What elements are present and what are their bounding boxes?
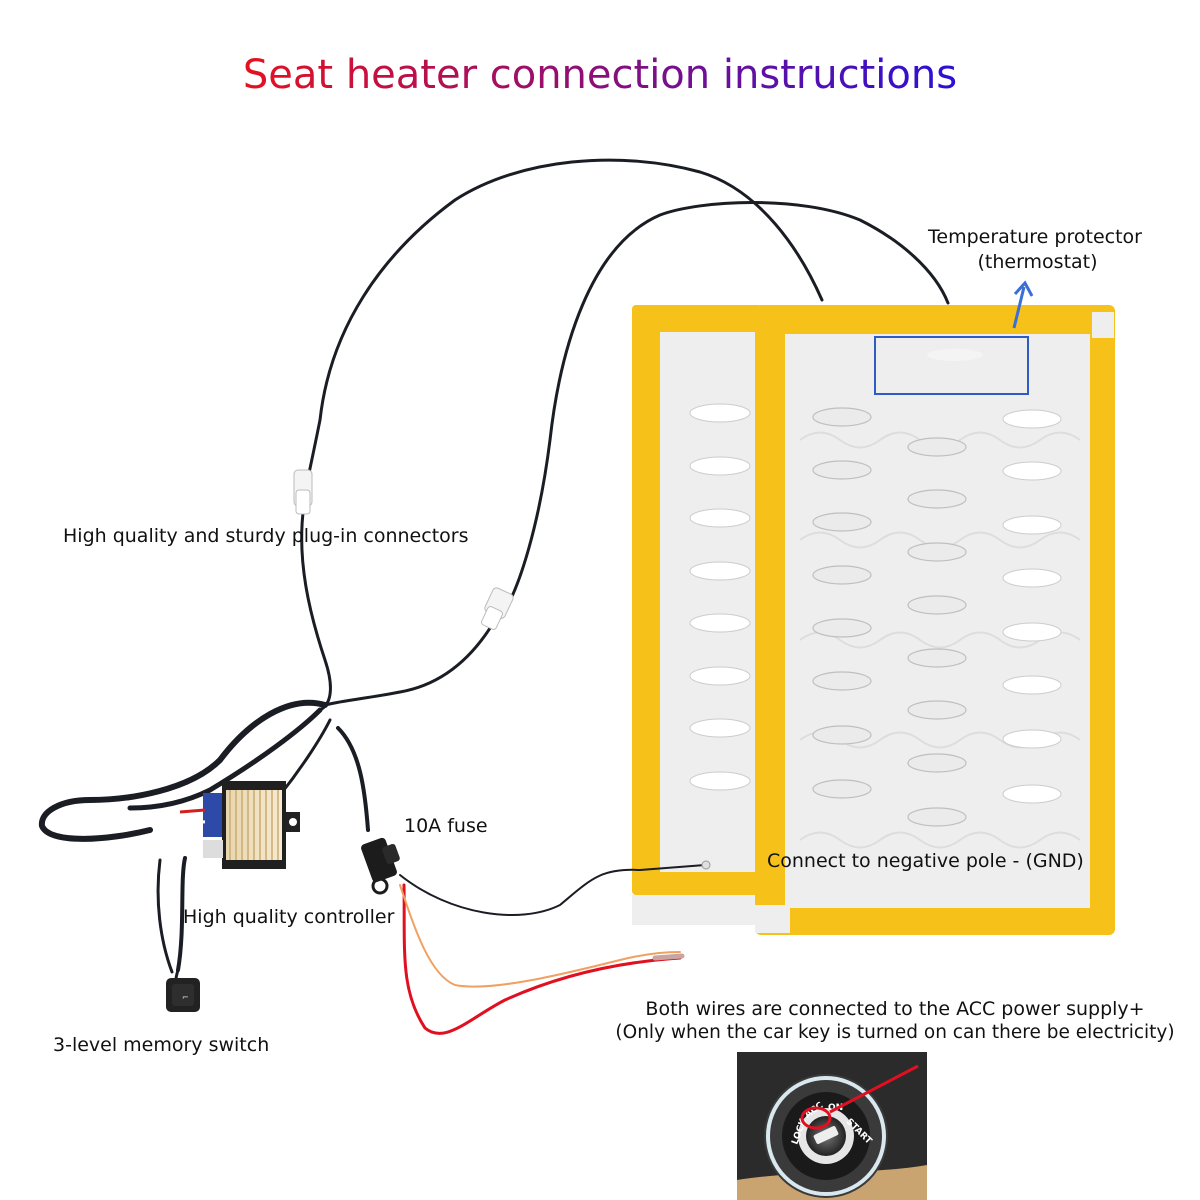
rocker-switch-icon: ⌐	[166, 978, 200, 1012]
thermostat-sensor	[927, 349, 983, 361]
acc-highlight-circle	[800, 1106, 832, 1130]
heating-pad-front	[755, 305, 1115, 935]
thermostat-label-line1: Temperature protector	[928, 226, 1142, 248]
thermostat-highlight-box	[874, 336, 1029, 395]
acc-label-line1: Both wires are connected to the ACC powe…	[645, 998, 1145, 1020]
wire-harness-black	[38, 158, 950, 992]
acc-label-line2: (Only when the car key is turned on can …	[615, 1022, 1175, 1043]
pad-front-corner	[1092, 312, 1114, 338]
svg-text:⌐: ⌐	[182, 993, 189, 1002]
plug-connector-icon	[293, 469, 514, 630]
ignition-key-icon: LOCK ACC ON START	[737, 1052, 927, 1200]
controller-box-icon	[179, 781, 300, 869]
pad-front-base	[755, 905, 790, 933]
controller-label: High quality controller	[183, 906, 395, 928]
connectors-label: High quality and sturdy plug-in connecto…	[63, 525, 469, 547]
pad-front-holes	[812, 407, 967, 827]
pad-back-holes	[689, 403, 751, 791]
pad-front-holes-right	[1002, 409, 1062, 804]
thermostat-label-line2: (thermostat)	[977, 251, 1098, 273]
wire-acc-power	[399, 883, 685, 1035]
heating-pad-back	[632, 305, 762, 925]
wire-stripped-end	[652, 953, 685, 961]
acc-pointer-line	[829, 1064, 919, 1114]
fuse-label: 10A fuse	[404, 815, 488, 837]
page-title: Seat heater connection instructions	[0, 52, 1200, 98]
arrow-up-right-icon	[1012, 280, 1034, 329]
switch-label: 3-level memory switch	[53, 1034, 270, 1056]
fuse-holder-icon	[361, 837, 711, 895]
ground-label: Connect to negative pole - (GND)	[767, 850, 1084, 872]
pad-back-base	[632, 895, 762, 925]
